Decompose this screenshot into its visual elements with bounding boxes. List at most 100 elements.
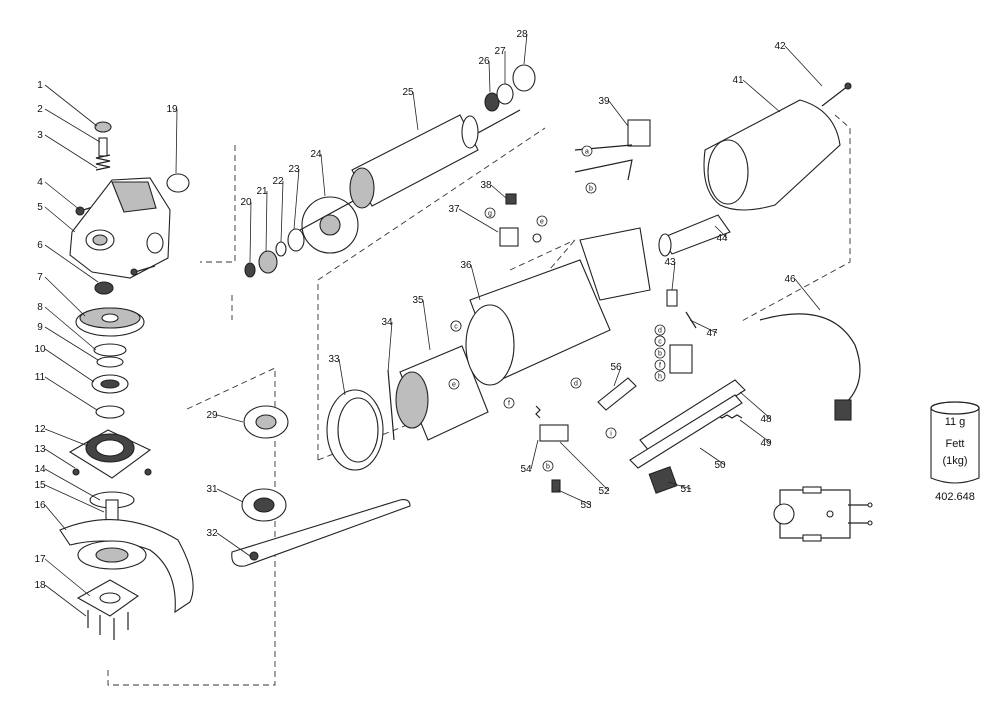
wire-marker-h: h — [658, 374, 662, 381]
callout-label-15: 15 — [34, 480, 46, 491]
wire-marker-d: d — [658, 328, 662, 335]
callout-label-8: 8 — [37, 302, 43, 313]
callout-label-44: 44 — [716, 233, 728, 244]
leader-line — [338, 358, 346, 396]
callout-label-13: 13 — [34, 444, 46, 455]
wire-marker-circle — [654, 347, 666, 359]
callout-label-2: 2 — [37, 104, 43, 115]
wire-marker-b: b — [589, 186, 593, 193]
leader-line — [216, 532, 251, 557]
wire-marker-circle — [581, 145, 593, 157]
wire-marker-e: e — [540, 219, 544, 226]
leader-line — [742, 79, 781, 113]
callout-label-51: 51 — [680, 484, 692, 495]
o-ring — [166, 173, 190, 193]
leader-line — [794, 278, 821, 311]
callout-label-31: 31 — [206, 484, 218, 495]
gear-head-assembly — [59, 121, 194, 640]
leader-line — [699, 447, 726, 466]
callout-label-20: 20 — [240, 197, 252, 208]
callout-label-16: 16 — [34, 500, 46, 511]
grease-tub: 11 g Fett (1kg) 402.648 — [930, 401, 980, 503]
wire-marker-circle — [484, 207, 496, 219]
callout-label-24: 24 — [310, 149, 322, 160]
leader-line — [44, 206, 76, 233]
leader-line — [470, 264, 481, 301]
leader-line — [613, 366, 622, 387]
callout-label-11: 11 — [35, 372, 46, 383]
brush-group — [485, 193, 542, 247]
leader-line — [44, 306, 97, 351]
wire-marker-circle — [448, 378, 460, 390]
wire-marker-c: c — [658, 339, 662, 346]
callout-label-43: 43 — [664, 257, 676, 268]
callout-label-46: 46 — [784, 274, 796, 285]
leader-line — [44, 134, 98, 169]
wire-marker-circle — [585, 182, 597, 194]
wire-marker-i: i — [610, 431, 612, 438]
callout-label-25: 25 — [402, 87, 414, 98]
callout-label-5: 5 — [37, 202, 43, 213]
leader-line — [249, 201, 252, 263]
callout-label-53: 53 — [580, 500, 592, 511]
wire-marker-circle — [503, 397, 515, 409]
callout-label-47: 47 — [706, 328, 718, 339]
callout-label-42: 42 — [774, 41, 786, 52]
motor-housing-group — [326, 227, 651, 471]
wire-marker-circle — [536, 215, 548, 227]
circuit-schematic — [773, 486, 873, 542]
wire-marker-b: b — [658, 351, 662, 358]
leader-line — [608, 100, 629, 127]
leader-line — [667, 481, 692, 490]
callout-label-33: 33 — [328, 354, 340, 365]
accessory-group — [231, 405, 411, 567]
wire-marker-layer: aaabbbccddeeffghi — [448, 145, 666, 472]
leader-line — [44, 428, 89, 447]
callout-label-41: 41 — [732, 75, 744, 86]
leader-line — [387, 321, 393, 373]
callout-label-1: 1 — [37, 80, 43, 91]
leader-line — [739, 391, 772, 420]
leader-line — [714, 225, 728, 239]
leader-line — [412, 91, 419, 131]
leader-line — [265, 190, 268, 253]
callout-label-14: 14 — [34, 464, 46, 475]
rear-cover-group — [597, 82, 861, 494]
callout-label-49: 49 — [760, 438, 772, 449]
leader-line — [559, 441, 610, 492]
callout-label-22: 22 — [272, 176, 284, 187]
leader-line — [44, 584, 87, 617]
callout-label-26: 26 — [478, 56, 490, 67]
callout-layer: 1234567891011121314151617181920212223242… — [34, 29, 823, 617]
leader-line — [458, 208, 499, 233]
wire-marker-circle — [570, 377, 582, 389]
wire-marker-d: d — [574, 381, 578, 388]
callout-label-7: 7 — [37, 272, 43, 283]
leader-line — [44, 484, 105, 513]
callout-label-21: 21 — [256, 186, 268, 197]
wire-marker-a: a — [585, 149, 589, 156]
leader-line — [557, 489, 592, 506]
wire-marker-b: b — [546, 464, 550, 471]
leader-line — [44, 468, 101, 501]
callout-label-10: 10 — [34, 344, 46, 355]
callout-label-19: 19 — [166, 104, 178, 115]
wire-marker-g: g — [488, 211, 492, 218]
wire-marker-circle — [654, 324, 666, 336]
wire-marker-f: f — [659, 363, 661, 370]
callout-label-38: 38 — [480, 180, 492, 191]
callout-label-18: 18 — [34, 580, 46, 591]
leader-line — [44, 244, 99, 283]
leader-line — [44, 181, 81, 211]
callout-label-9: 9 — [37, 322, 43, 333]
leader-line — [784, 45, 823, 87]
switch-group — [535, 119, 697, 493]
wire-marker-circle — [605, 427, 617, 439]
armature-group — [244, 64, 536, 278]
callout-label-23: 23 — [288, 164, 300, 175]
callout-label-17: 17 — [34, 554, 46, 565]
leader-line — [739, 419, 772, 444]
leader-line — [44, 504, 67, 531]
callout-label-32: 32 — [206, 528, 218, 539]
wire-marker-circle — [450, 320, 462, 332]
